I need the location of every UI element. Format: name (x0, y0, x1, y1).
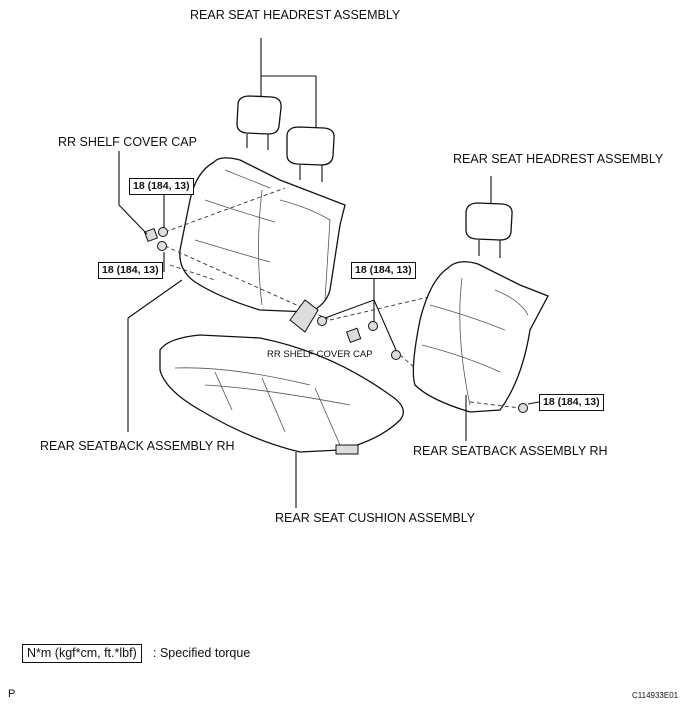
seatback-label-right: REAR SEATBACK ASSEMBLY RH (413, 444, 608, 458)
headrest-left-1 (236, 95, 282, 150)
figure-code: C114933E01 (632, 691, 679, 700)
seat-cushion (159, 334, 404, 455)
headrest-leader-lines (260, 38, 317, 128)
shelf-cover-cap-label-left: RR SHELF COVER CAP (58, 135, 197, 149)
bolt-center-2 (317, 316, 327, 326)
bolt-lower-left (157, 241, 167, 251)
bolt-right (518, 403, 528, 413)
torque-box-right: 18 (184, 13) (539, 394, 604, 411)
cushion-hook (335, 444, 359, 455)
shelf-cover-cap-label-center: RR SHELF COVER CAP (267, 349, 373, 360)
torque-box-center: 18 (184, 13) (351, 262, 416, 279)
bolt-center-3 (391, 350, 401, 360)
seatback-bracket (289, 299, 319, 333)
headrest-label-right: REAR SEAT HEADREST ASSEMBLY (453, 152, 664, 166)
torque-box-lower-left: 18 (184, 13) (98, 262, 163, 279)
torque-unit-legend: N*m (kgf*cm, ft.*lbf) (22, 644, 142, 663)
seatback-right (412, 261, 549, 413)
bolt-upper-left (158, 227, 168, 237)
shelf-cover-cap-left (143, 227, 159, 243)
shelf-cover-cap-center (345, 327, 362, 343)
torque-legend-description: : Specified torque (153, 646, 251, 660)
headrest-label-top: REAR SEAT HEADREST ASSEMBLY (190, 8, 401, 22)
seatback-label-left: REAR SEATBACK ASSEMBLY RH (40, 439, 235, 453)
bolt-center-1 (368, 321, 378, 331)
footer-letter: P (8, 688, 16, 700)
torque-box-upper-left: 18 (184, 13) (129, 178, 194, 195)
cushion-label: REAR SEAT CUSHION ASSEMBLY (275, 511, 476, 525)
headrest-left-2 (286, 126, 335, 182)
headrest-right (465, 176, 513, 258)
seatback-left (179, 157, 346, 313)
